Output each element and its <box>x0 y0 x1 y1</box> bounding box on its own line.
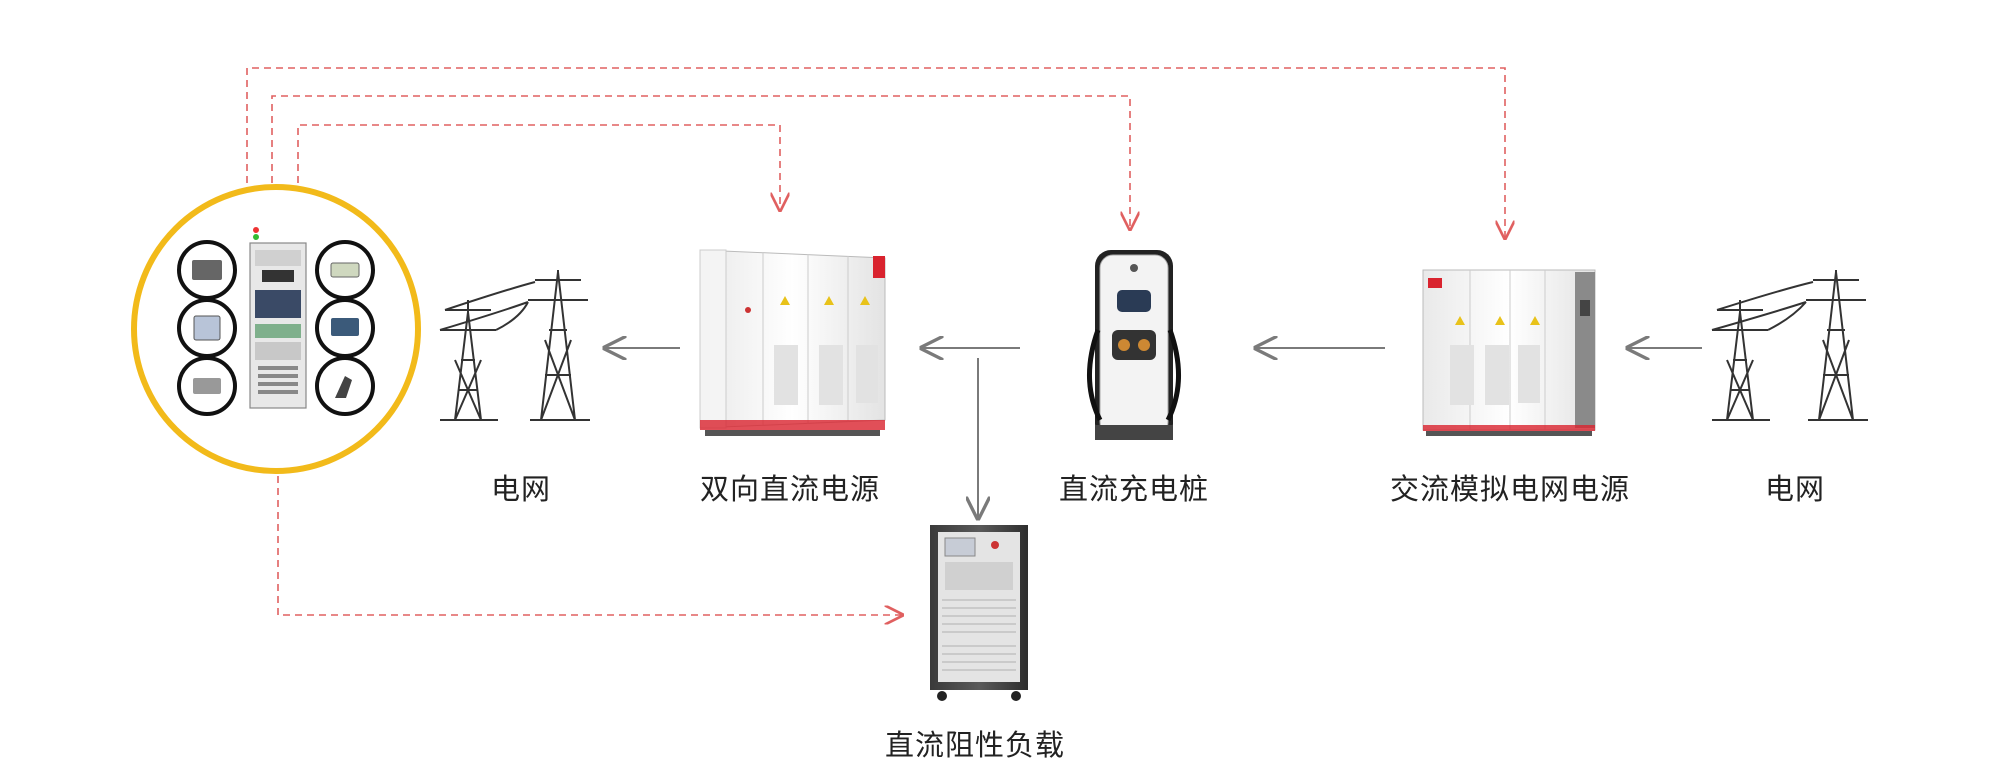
control-rack-icon <box>249 227 307 409</box>
dc-resistive-load-icon <box>930 525 1028 701</box>
grid-right-icon <box>1711 270 1868 421</box>
control-link-bidirectional-supply <box>297 124 780 210</box>
control-system <box>131 184 421 474</box>
control-link-dc-charging-pile <box>271 95 1130 229</box>
label-grid-left: 电网 <box>490 472 552 506</box>
ac-grid-simulator-icon <box>1422 269 1596 436</box>
control-link-dc-load <box>277 476 902 615</box>
label-dc-charging-pile: 直流充电桩 <box>1058 472 1210 506</box>
control-links <box>246 67 1505 615</box>
dc-charging-pile-icon <box>1087 250 1181 440</box>
control-link-ac-grid-simulator <box>246 67 1505 238</box>
bidirectional-dc-supply-icon <box>699 249 886 436</box>
grid-left-icon <box>439 270 590 421</box>
label-dc-resistive-load: 直流阻性负载 <box>884 728 1066 762</box>
label-ac-grid-simulator: 交流模拟电网电源 <box>1389 472 1631 506</box>
label-bidirectional-dc-supply: 双向直流电源 <box>699 472 881 506</box>
label-grid-right: 电网 <box>1764 472 1826 506</box>
power-arrows <box>605 348 1702 518</box>
